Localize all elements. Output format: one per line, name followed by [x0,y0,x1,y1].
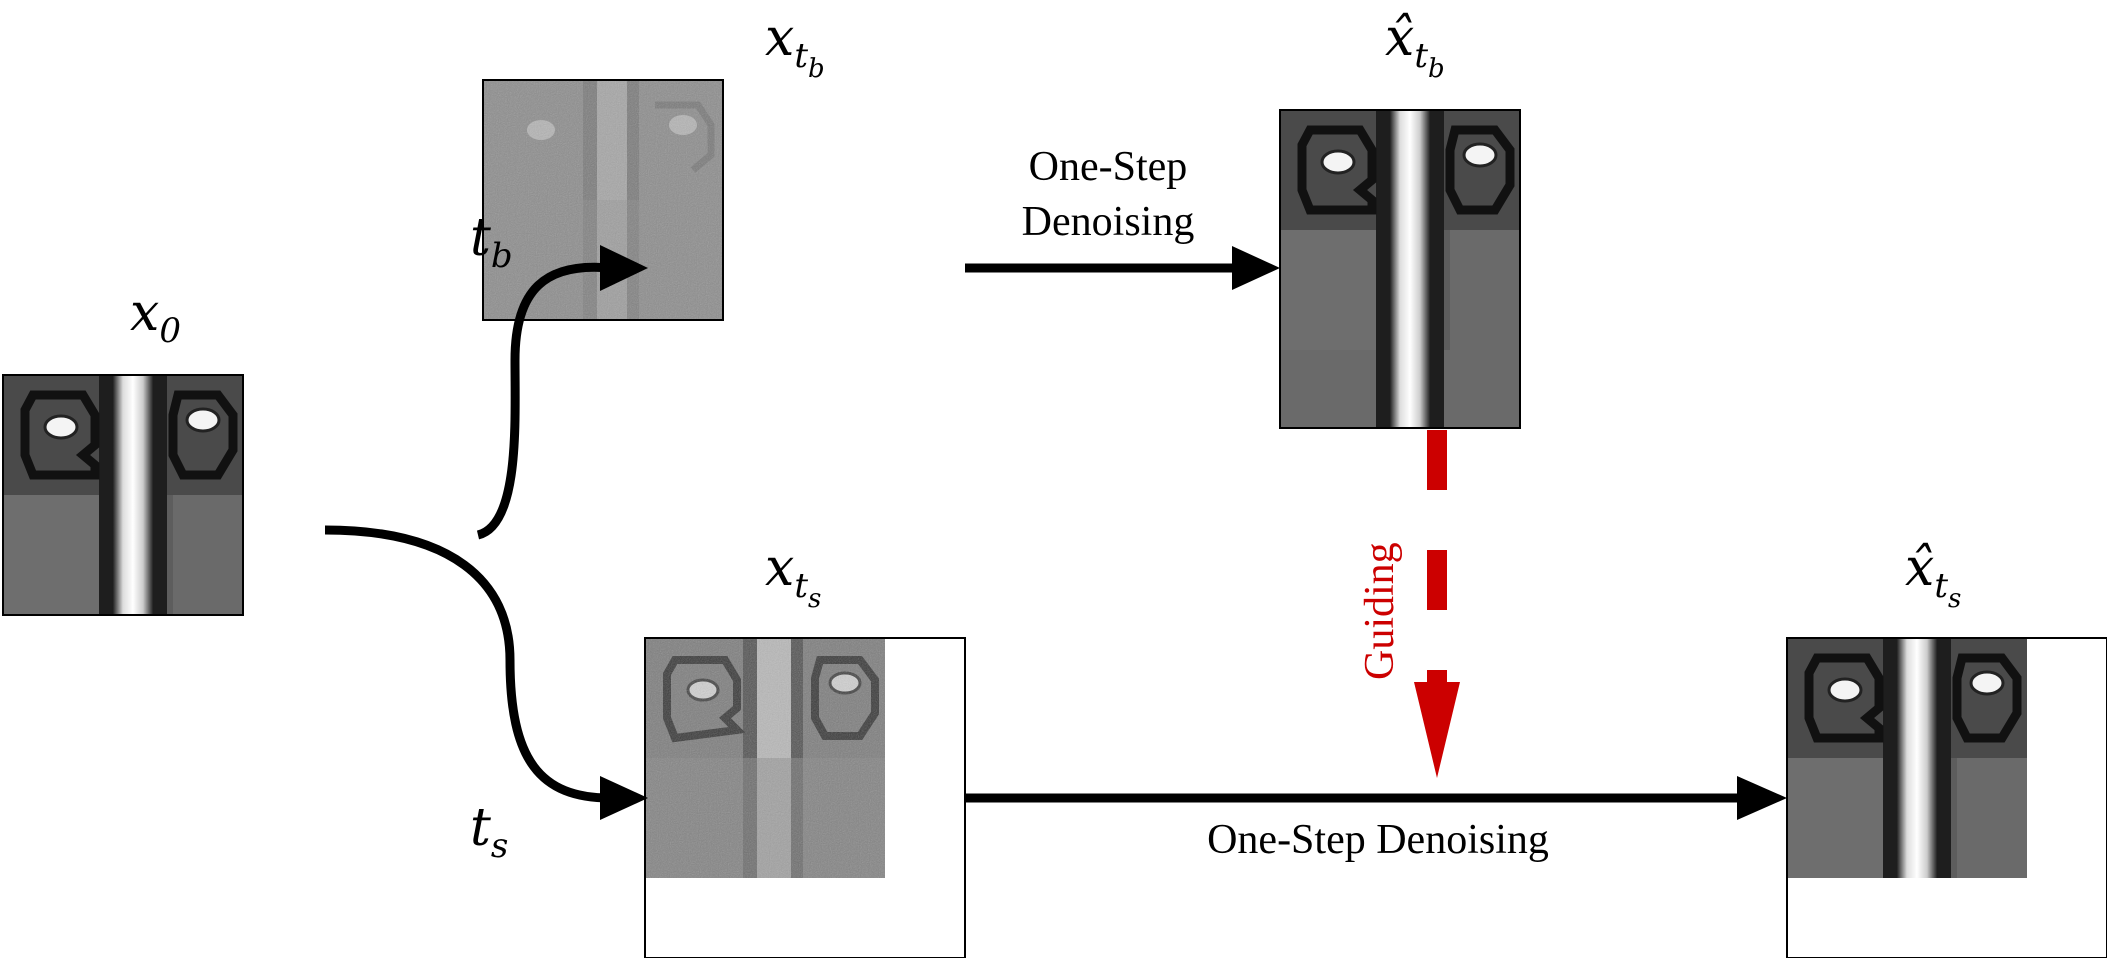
label-xhat-tb: x̂tb [1385,8,1445,84]
denoise-arrowhead-top [1232,246,1280,290]
image-x0 [3,375,243,615]
label-x-tb: xtb [765,8,825,84]
label-x0: x0 [130,283,181,351]
caption-one-step-top-1: One-Step [1029,144,1188,190]
label-ts: ts [470,798,508,866]
branch-arrow-tb [476,262,611,540]
branch-arrow-ts [324,525,611,803]
label-tb: tb [470,208,513,276]
label-xhat-ts: x̂ts [1905,538,1961,614]
label-x-ts: xts [765,538,821,614]
image-xhat-tb [1280,110,1520,429]
caption-guiding: Guiding [1357,542,1403,680]
denoise-arrowhead-bottom [1737,776,1787,820]
guiding-arrowhead [1414,682,1460,778]
caption-one-step-bottom: One-Step Denoising [1207,817,1549,863]
caption-one-step-top-2: Denoising [1022,199,1195,245]
image-x-ts [645,638,966,958]
image-xhat-ts [1787,638,2107,958]
arrowhead-tb [600,245,648,291]
image-x-tb [483,80,723,320]
arrowhead-ts [600,776,648,820]
